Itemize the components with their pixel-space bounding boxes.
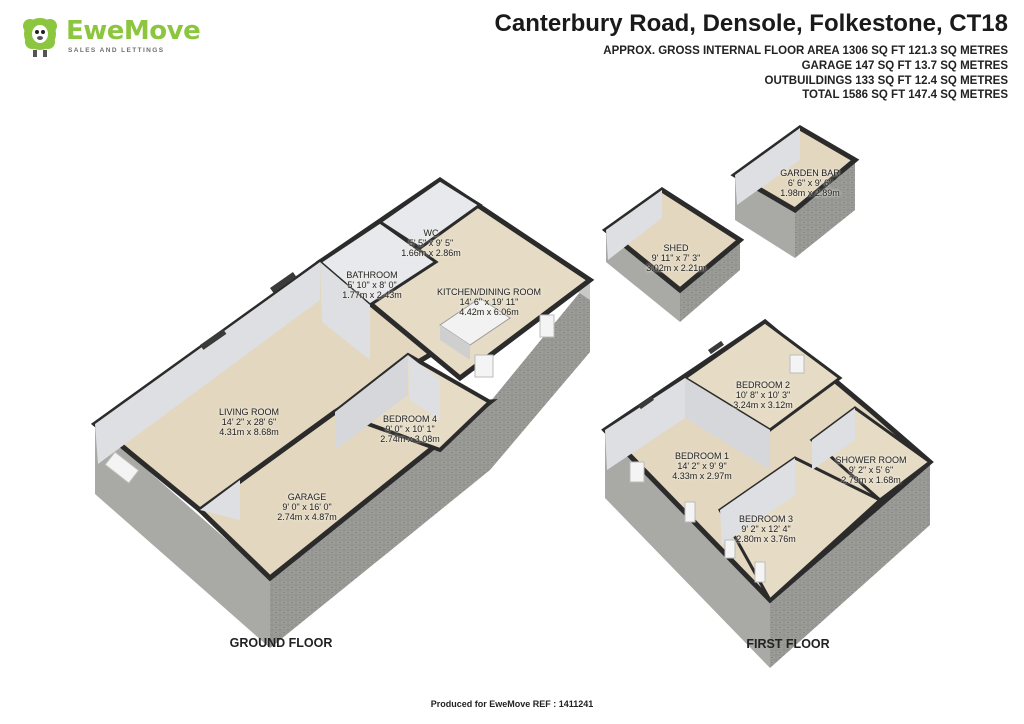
sheep-mascot-icon <box>23 18 57 57</box>
area-garage: GARAGE 147 SQ FT 13.7 SQ METRES <box>801 59 1008 72</box>
ground-floor-label: GROUND FLOOR <box>229 636 333 650</box>
first-floor-label: FIRST FLOOR <box>746 637 830 651</box>
area-gross-internal: APPROX. GROSS INTERNAL FLOOR AREA 1306 S… <box>603 45 1008 57</box>
floor-area-summary: APPROX. GROSS INTERNAL FLOOR AREA 1306 S… <box>603 44 1008 103</box>
shed-plan <box>601 186 745 322</box>
area-outbuildings: OUTBUILDINGS 133 SQ FT 12.4 SQ METRES <box>764 74 1008 87</box>
area-total: TOTAL 1586 SQ FT 147.4 SQ METRES <box>802 89 1008 102</box>
garden-bar-plan <box>730 125 860 258</box>
ewemove-logo[interactable]: EweMove SALES AND LETTINGS <box>18 12 201 60</box>
footer-reference: Produced for EweMove REF : 1411241 <box>430 699 594 709</box>
ground-floor-plan <box>90 176 595 648</box>
brand-tagline: SALES AND LETTINGS <box>68 47 165 54</box>
property-address: Canterbury Road, Densole, Folkestone, CT… <box>494 10 1008 37</box>
first-floor-plan <box>601 318 934 668</box>
brand-name: EweMove <box>66 16 201 46</box>
